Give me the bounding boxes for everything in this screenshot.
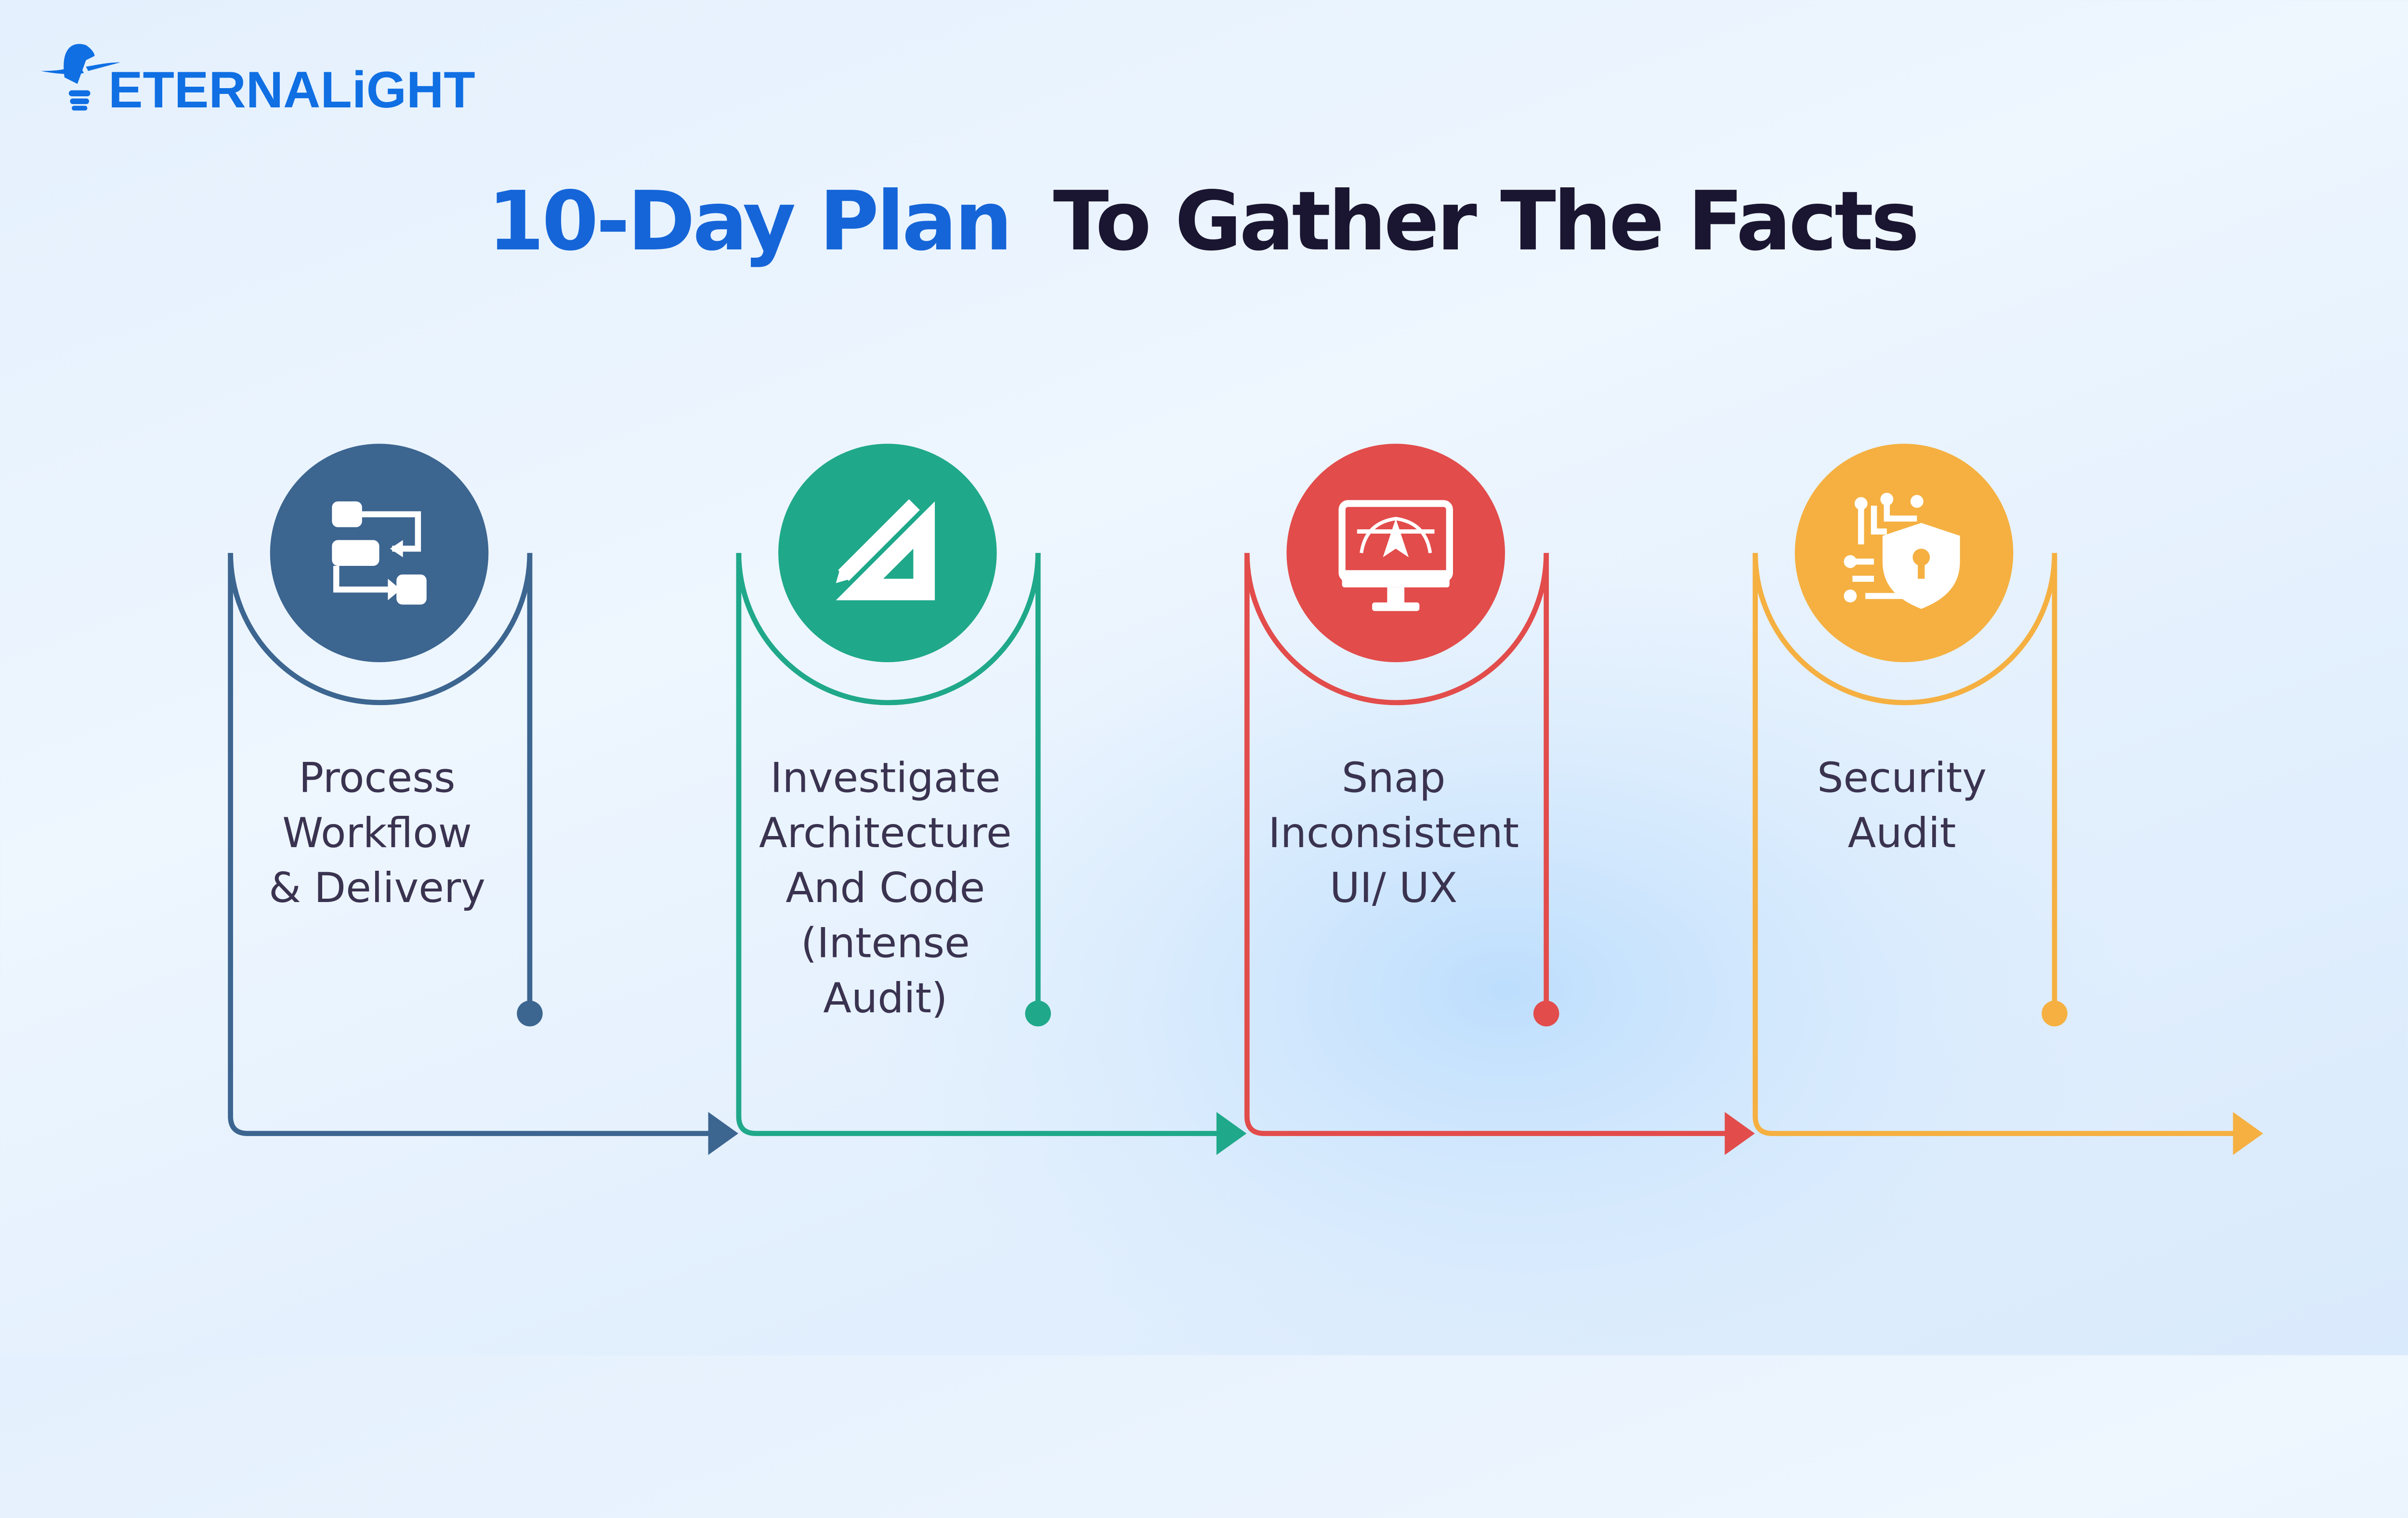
step-label-line: Investigate — [770, 754, 1000, 802]
step-label-line: & Delivery — [269, 864, 485, 912]
step-connector-line — [1244, 553, 1729, 1136]
title-highlight: 10-Day Plan — [487, 174, 1010, 269]
step-end-dot — [2042, 1000, 2068, 1027]
step-label-line: Architecture — [759, 809, 1012, 857]
logo: ETERNALiGHT — [40, 44, 475, 118]
step-arc — [1244, 553, 1549, 706]
step-icon-circle — [1286, 444, 1505, 662]
step-connector-line — [1753, 553, 2238, 1136]
arrow-right-icon — [708, 1112, 739, 1155]
title-rest: To Gather The Facts — [1053, 174, 1917, 269]
diagram-canvas: ETERNALiGHT 10-Day Plan To Gather The Fa… — [40, 44, 2264, 1356]
security-shield-icon — [1844, 493, 1960, 609]
pencil-ruler-icon — [836, 499, 935, 601]
step-label-line: And Code — [785, 864, 985, 912]
monitor-design-icon — [1338, 500, 1453, 611]
bulb-logo-icon — [40, 44, 121, 111]
step-label-line: Audit) — [823, 974, 947, 1022]
step-end-dot — [1533, 1000, 1559, 1027]
step-end-dot — [517, 1000, 543, 1027]
step-arc — [736, 553, 1041, 706]
step-label-line: Workflow — [282, 809, 472, 857]
background-glow — [860, 559, 2150, 1356]
logo-text: ETERNALiGHT — [108, 61, 475, 118]
step-label-line: Audit — [1848, 809, 1956, 857]
step-arc — [1753, 553, 2057, 706]
step-label-line: Process — [299, 754, 455, 802]
step-connector-line — [228, 553, 713, 1136]
arrow-right-icon — [1725, 1112, 1755, 1155]
step-label-line: UI/ UX — [1330, 864, 1458, 912]
step-label-line: Inconsistent — [1268, 809, 1519, 857]
step-end-dot — [1025, 1000, 1051, 1027]
step-arc — [228, 553, 533, 706]
step-label-line: Security — [1817, 754, 1987, 802]
workflow-icon — [332, 501, 427, 605]
arrow-right-icon — [1216, 1112, 1247, 1155]
step-label-line: Snap — [1342, 754, 1446, 802]
page-title: 10-Day Plan To Gather The Facts — [487, 174, 1917, 269]
step-label-line: (Intense — [801, 919, 970, 967]
step-connector-line — [736, 553, 1221, 1136]
arrow-right-icon — [2233, 1112, 2264, 1155]
